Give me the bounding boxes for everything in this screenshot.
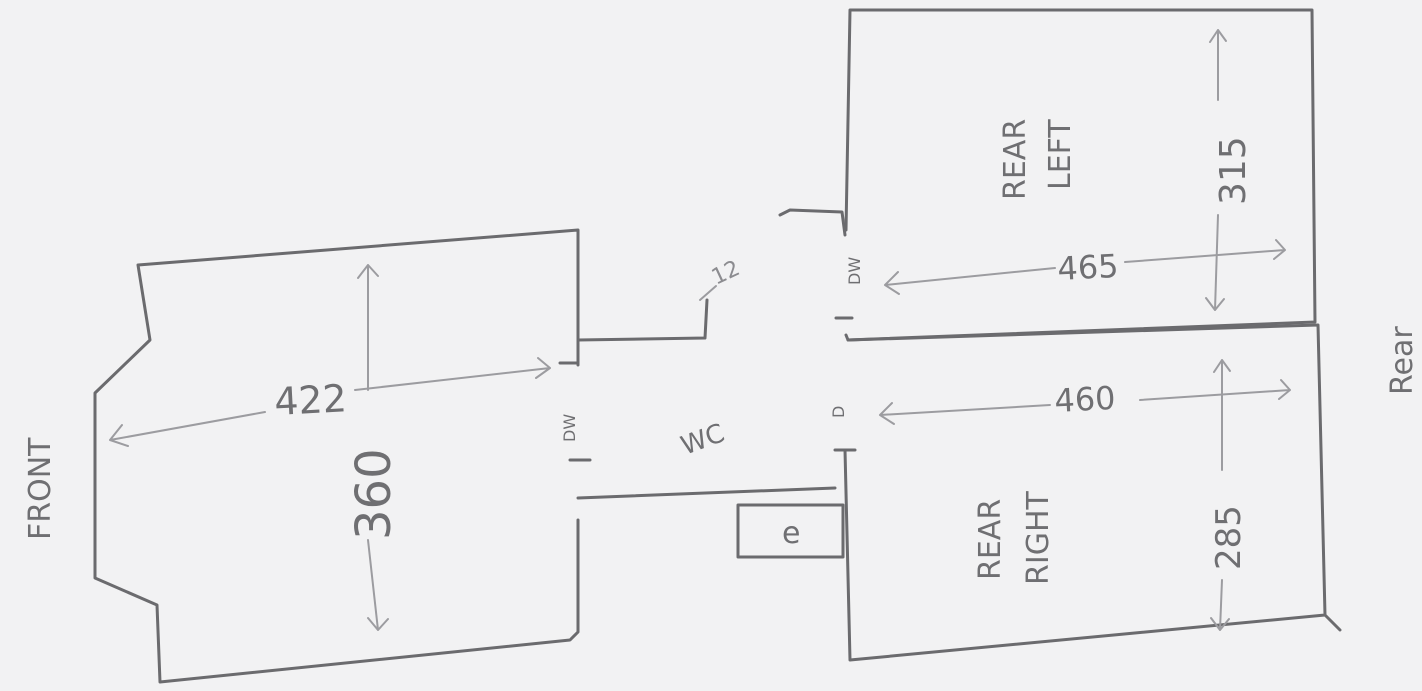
- rear-left-width-arrow: [1205, 29, 1227, 311]
- e-box: [736, 503, 845, 559]
- rear-left-name-line1: REAR: [998, 119, 1033, 200]
- rear-left-door-mark: DW: [845, 257, 864, 285]
- front-room-dimensions: [109, 264, 551, 631]
- passage-offset-value: 12: [708, 256, 744, 290]
- front-room: [93, 228, 592, 684]
- rear-right-room: [833, 323, 1342, 662]
- rear-left-length-value: 465: [1056, 247, 1119, 288]
- front-length-value: 422: [273, 376, 348, 424]
- rear-right-dimensions: [879, 359, 1291, 631]
- rear-label: Rear: [1385, 326, 1420, 395]
- rear-left-dimensions: [884, 29, 1286, 311]
- front-width-arrow: [357, 264, 389, 631]
- front-length-arrow: [109, 357, 551, 447]
- front-label: FRONT: [23, 437, 58, 540]
- rear-left-name-line2: LEFT: [1043, 119, 1078, 190]
- passage-wall-top: [576, 298, 709, 342]
- passage-corner-bracket: [778, 208, 847, 237]
- rear-right-length-value: 460: [1053, 379, 1116, 420]
- passage-offset-mark: [699, 285, 717, 301]
- passage-wall-bottom: [576, 486, 837, 500]
- e-box-label: e: [782, 516, 800, 551]
- rear-right-name-line2: RIGHT: [1021, 491, 1056, 585]
- front-room-wall: [93, 228, 580, 684]
- passage: [576, 208, 847, 559]
- rear-right-wall: [843, 323, 1342, 662]
- rear-right-name-line1: REAR: [973, 499, 1008, 580]
- rear-right-width-value: 285: [1209, 505, 1249, 570]
- front-door-mark: DW: [560, 414, 579, 442]
- rear-left-length-arrow: [884, 239, 1286, 295]
- wc-label: WC: [677, 418, 728, 461]
- rear-right-width-arrow: [1210, 359, 1231, 631]
- front-width-value: 360: [346, 448, 402, 540]
- rear-right-door-mark: D: [829, 406, 848, 418]
- rear-right-length-arrow: [879, 379, 1291, 425]
- rear-left-width-value: 315: [1213, 136, 1254, 205]
